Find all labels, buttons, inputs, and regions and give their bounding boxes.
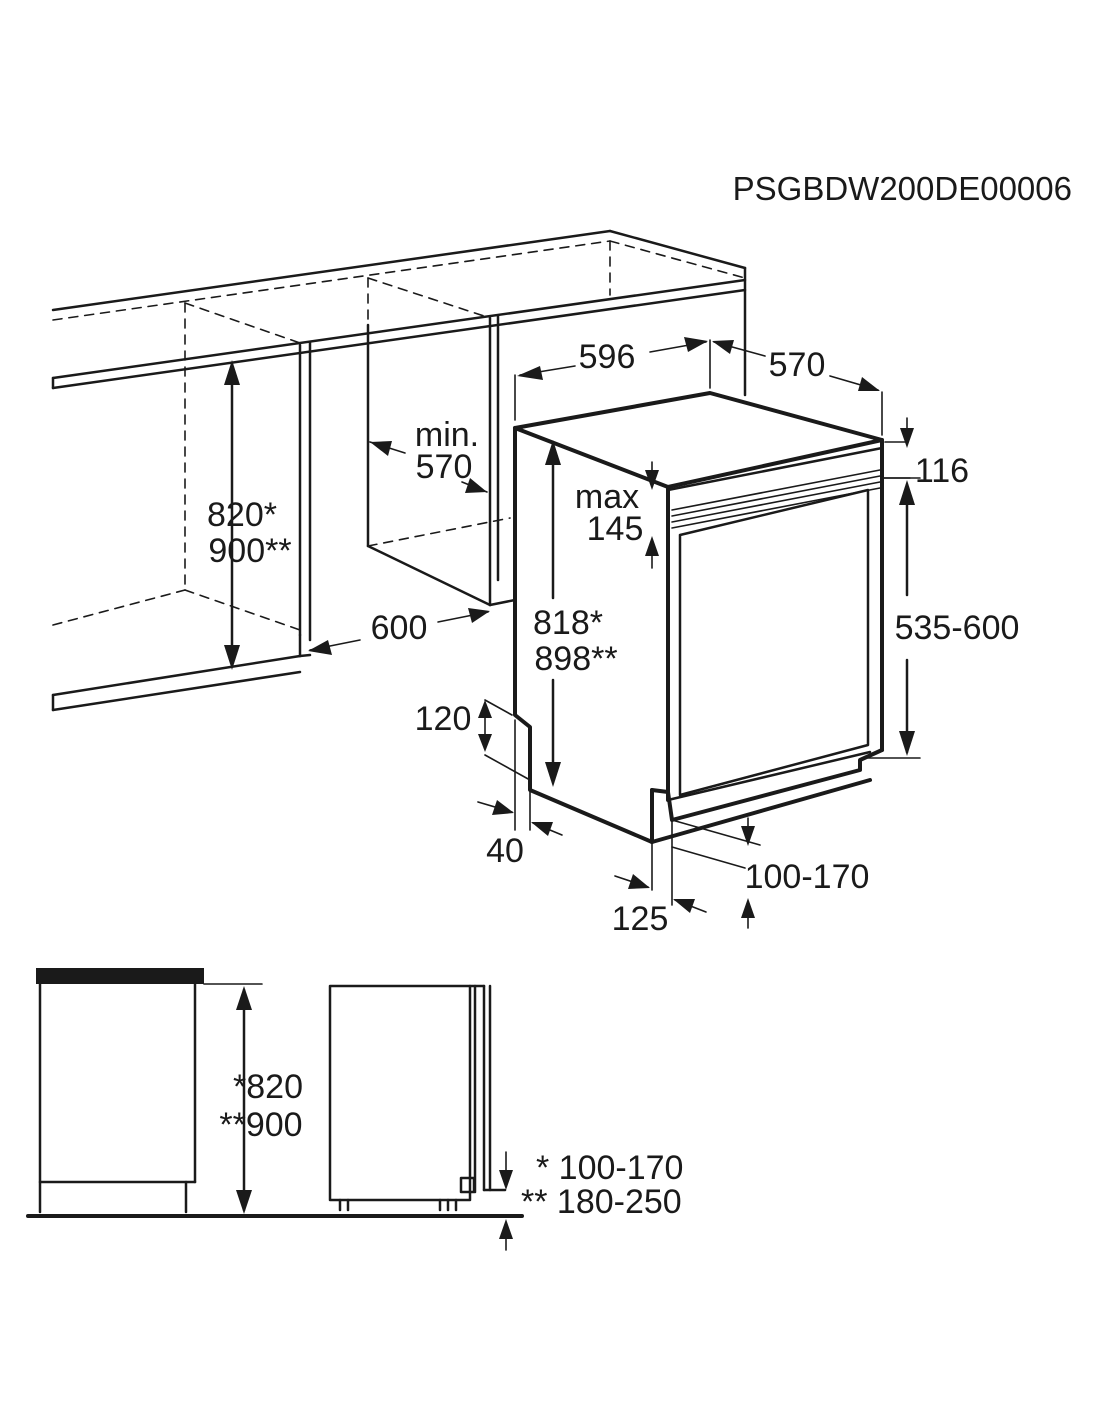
side-height-label-2: **900 [219, 1106, 302, 1144]
niche-depth-label-1: min. [415, 416, 479, 454]
door-panel-height-label: 535-600 [895, 609, 1020, 647]
side-height-label-1: *820 [233, 1068, 303, 1106]
side-plinth-range-label-2: ** 180-250 [521, 1183, 682, 1221]
right-cabinet [366, 277, 517, 607]
niche-depth-label-2: 570 [416, 448, 473, 486]
niche-height-label-1: 820* [207, 496, 277, 534]
appliance-height-label-2: 898** [534, 640, 617, 678]
niche-width-label: 600 [371, 609, 428, 647]
side-view-cabinet [36, 968, 263, 1214]
panel-gap-label-2: 145 [587, 510, 644, 548]
appliance-height-label-1: 818* [533, 604, 603, 642]
foot-recess-label: 125 [612, 900, 669, 938]
side-view-labels: *820 **900 * 100-170 ** 180-250 [219, 1068, 683, 1221]
dishwasher-body [513, 391, 884, 844]
top-offset-label: 116 [915, 452, 969, 490]
dimension-lines [224, 337, 921, 929]
left-cabinet [52, 302, 312, 658]
panel-gap-label-1: max [575, 478, 639, 516]
plinth-height-label: 120 [415, 700, 472, 738]
side-plinth-range-label-1: * 100-170 [536, 1149, 683, 1187]
width-label: 596 [579, 338, 636, 376]
depth-label: 570 [769, 346, 826, 384]
reference-code: PSGBDW200DE00006 [733, 170, 1072, 207]
niche-height-label-2: 900** [208, 532, 291, 570]
plinth-range-label: 100-170 [745, 858, 870, 896]
side-view-dimensions [236, 986, 513, 1251]
plinth-recess-label: 40 [486, 832, 524, 870]
dimension-labels: 596 570 min. 570 600 820* 900** 818* 898… [207, 338, 1019, 938]
kitchen-counter [51, 229, 747, 712]
side-view-dishwasher [328, 984, 507, 1212]
